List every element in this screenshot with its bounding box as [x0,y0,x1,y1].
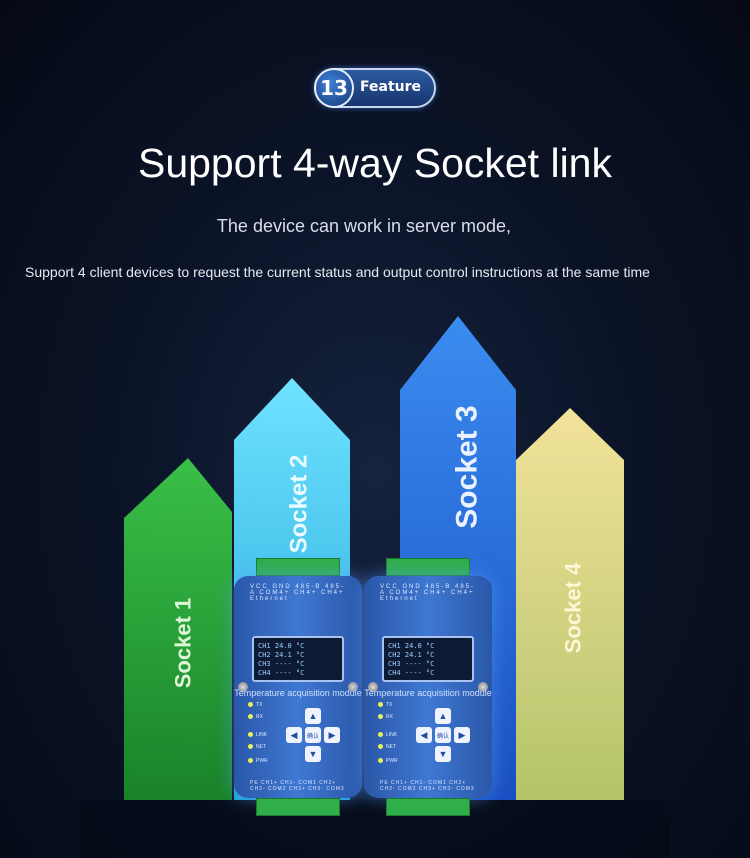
led-net: NET [378,744,408,750]
socket-illustration: Socket 1 Socket 2 Socket 3 Socket 4 VCC … [0,300,750,858]
reading-ch4: CH4 ---- °C [258,669,305,677]
left-arrow-icon[interactable]: ◀ [286,727,302,743]
reading-ch4: CH4 ---- °C [388,669,435,677]
right-arrow-icon[interactable]: ▶ [324,727,340,743]
module-body: VCC GND 485-B 485-A COM4+ CH4+ CH4+ Ethe… [364,576,492,798]
terminal-labels-top: VCC GND 485-B 485-A COM4+ CH4+ CH4+ Ethe… [380,584,476,602]
socket-1-arrow [124,458,232,800]
led-pwr: PWR [248,758,278,764]
reading-ch3: CH3 ---- °C [258,660,305,668]
socket-2-label: Socket 2 [285,454,313,554]
socket-1-label: Socket 1 [170,597,196,689]
confirm-button[interactable]: 确认 [435,727,451,743]
module-body: VCC GND 485-B 485-A COM4+ CH4+ CH4+ Ethe… [234,576,362,798]
reading-ch3: CH3 ---- °C [388,660,435,668]
up-arrow-icon[interactable]: ▲ [435,708,451,724]
led-tx: TX [378,702,408,708]
feature-number: 13 [314,68,354,108]
terminal-labels-bottom: PE CH1+ CH1- COM1 CH2+ CH2- COM2 CH3+ CH… [250,780,345,792]
led-link: LINK [248,732,278,738]
terminal-block-top [386,558,470,576]
keypad: ▲ ◀ 确认 ▶ ▼ [416,708,470,762]
terminal-labels-top: VCC GND 485-B 485-A COM4+ CH4+ CH4+ Ethe… [250,584,346,602]
led-link: LINK [378,732,408,738]
terminal-block-top [256,558,340,576]
down-arrow-icon[interactable]: ▼ [305,746,321,762]
feature-badge: 13 Feature [314,68,436,108]
left-arrow-icon[interactable]: ◀ [416,727,432,743]
terminal-labels-bottom: PE CH1+ CH1- COM1 CH2+ CH2- COM2 CH3+ CH… [380,780,475,792]
reading-ch1: CH1 24.0 °C [258,642,305,650]
screw [238,682,248,692]
led-rx: RX [248,714,278,720]
reading-ch2: CH2 24.1 °C [258,651,305,659]
terminal-block-bottom [256,798,340,816]
lcd-screen: CH1 24.0 °C CH2 24.1 °C CH3 ---- °C CH4 … [382,636,474,682]
confirm-button[interactable]: 确认 [305,727,321,743]
screw [478,682,488,692]
up-arrow-icon[interactable]: ▲ [305,708,321,724]
socket-4-label: Socket 4 [560,562,586,654]
screw [348,682,358,692]
subtitle-line-2: Support 4 client devices to request the … [25,264,650,280]
module-1: VCC GND 485-B 485-A COM4+ CH4+ CH4+ Ethe… [234,558,362,818]
led-rx: RX [378,714,408,720]
down-arrow-icon[interactable]: ▼ [435,746,451,762]
socket-3-label: Socket 3 [450,405,484,529]
page-title: Support 4-way Socket link [137,140,612,186]
module-2: VCC GND 485-B 485-A COM4+ CH4+ CH4+ Ethe… [364,558,492,818]
terminal-block-bottom [386,798,470,816]
module-caption: Temperature acquisition module [234,688,362,698]
led-pwr: PWR [378,758,408,764]
led-net: NET [248,744,278,750]
led-tx: TX [248,702,278,708]
lcd-screen: CH1 24.0 °C CH2 24.1 °C CH3 ---- °C CH4 … [252,636,344,682]
subtitle-line-1: The device can work in server mode, [216,216,512,236]
keypad: ▲ ◀ 确认 ▶ ▼ [286,708,340,762]
reading-ch2: CH2 24.1 °C [388,651,435,659]
screw [368,682,378,692]
feature-label: Feature [360,79,421,95]
right-arrow-icon[interactable]: ▶ [454,727,470,743]
reading-ch1: CH1 24.0 °C [388,642,435,650]
socket-4-arrow [516,408,624,800]
module-caption: Temperature acquisition module [364,688,492,698]
